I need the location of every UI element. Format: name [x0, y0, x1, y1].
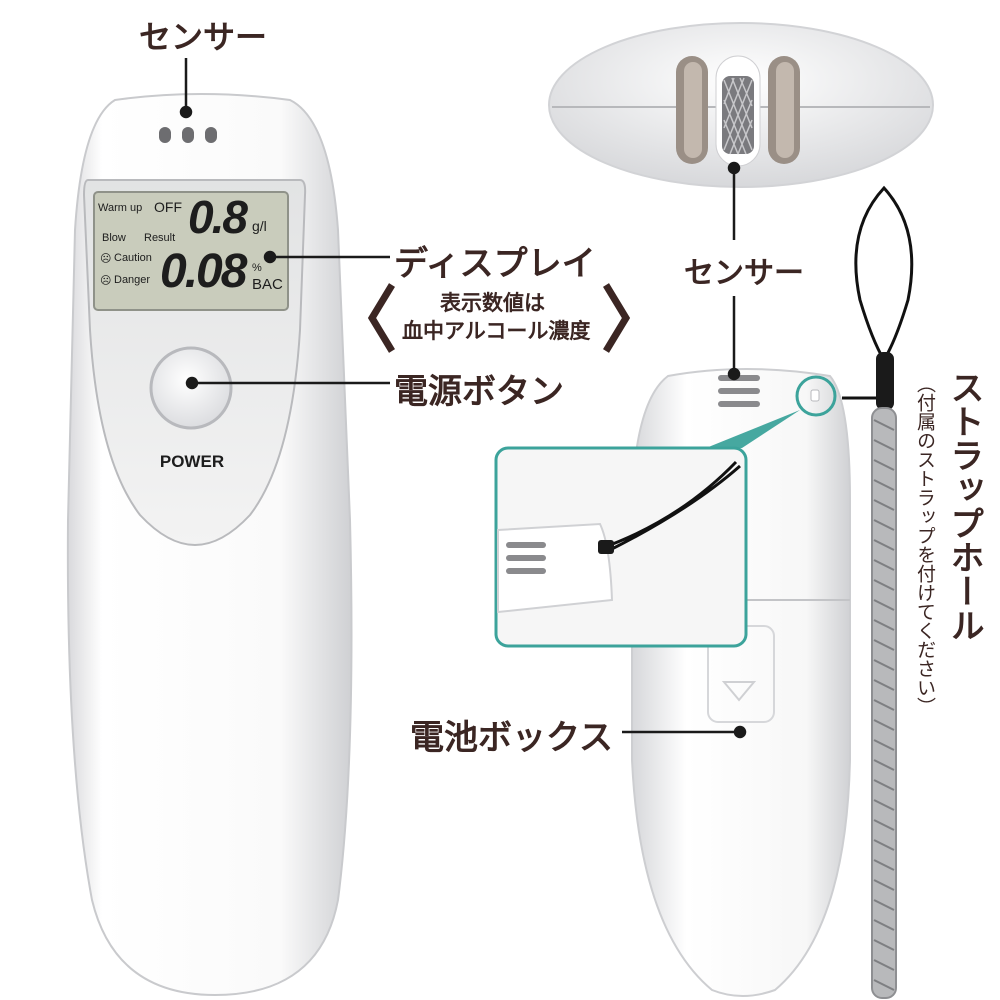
lcd-percent: % — [252, 262, 262, 274]
lcd-reading-gl: 0.8 — [188, 191, 248, 243]
strap-icon — [842, 185, 914, 999]
sensor-top-label: センサー — [684, 256, 804, 291]
display-note-line1: 表示数値は — [440, 291, 545, 315]
power-button-label: 電源ボタン — [394, 372, 564, 412]
strap-hole-inset — [494, 446, 748, 648]
lcd-warm-up: Warm up — [98, 202, 143, 214]
lcd-off: OFF — [154, 199, 182, 215]
sensor-front-label: センサー — [139, 18, 268, 56]
lcd-screen — [93, 191, 289, 311]
side-vent-icon — [718, 375, 760, 407]
strap-hole-label: ストラップホール — [944, 370, 984, 642]
lcd-danger-icon: ☹ — [100, 275, 112, 287]
lcd-caution: Caution — [114, 252, 152, 264]
display-label: ディスプレイ — [394, 244, 596, 284]
sensor-grille-icon — [676, 55, 800, 167]
lcd-unit-bac: BAC — [252, 276, 283, 293]
lcd-blow: Blow — [102, 232, 126, 244]
display-bracket-icon — [367, 283, 631, 353]
sensor-holes-icon — [159, 127, 217, 143]
strap-hole-marker — [795, 375, 837, 417]
lcd-caution-icon: ☹ — [100, 253, 112, 265]
lcd-reading-bac: 0.08 — [160, 245, 247, 298]
display-note-line2: 血中アルコール濃度 — [402, 319, 591, 343]
power-label: POWER — [159, 452, 225, 471]
lcd-result: Result — [144, 232, 176, 244]
battery-box-label: 電池ボックス — [410, 718, 613, 758]
lcd-unit-gl: g/l — [252, 218, 267, 234]
lcd-content: Warm up OFF 0.8 g/l Blow Result ☹ Cautio… — [94, 191, 288, 310]
lcd-danger: Danger — [114, 274, 151, 286]
strap-note-label: （付属のストラップを付けてください） — [914, 374, 936, 716]
